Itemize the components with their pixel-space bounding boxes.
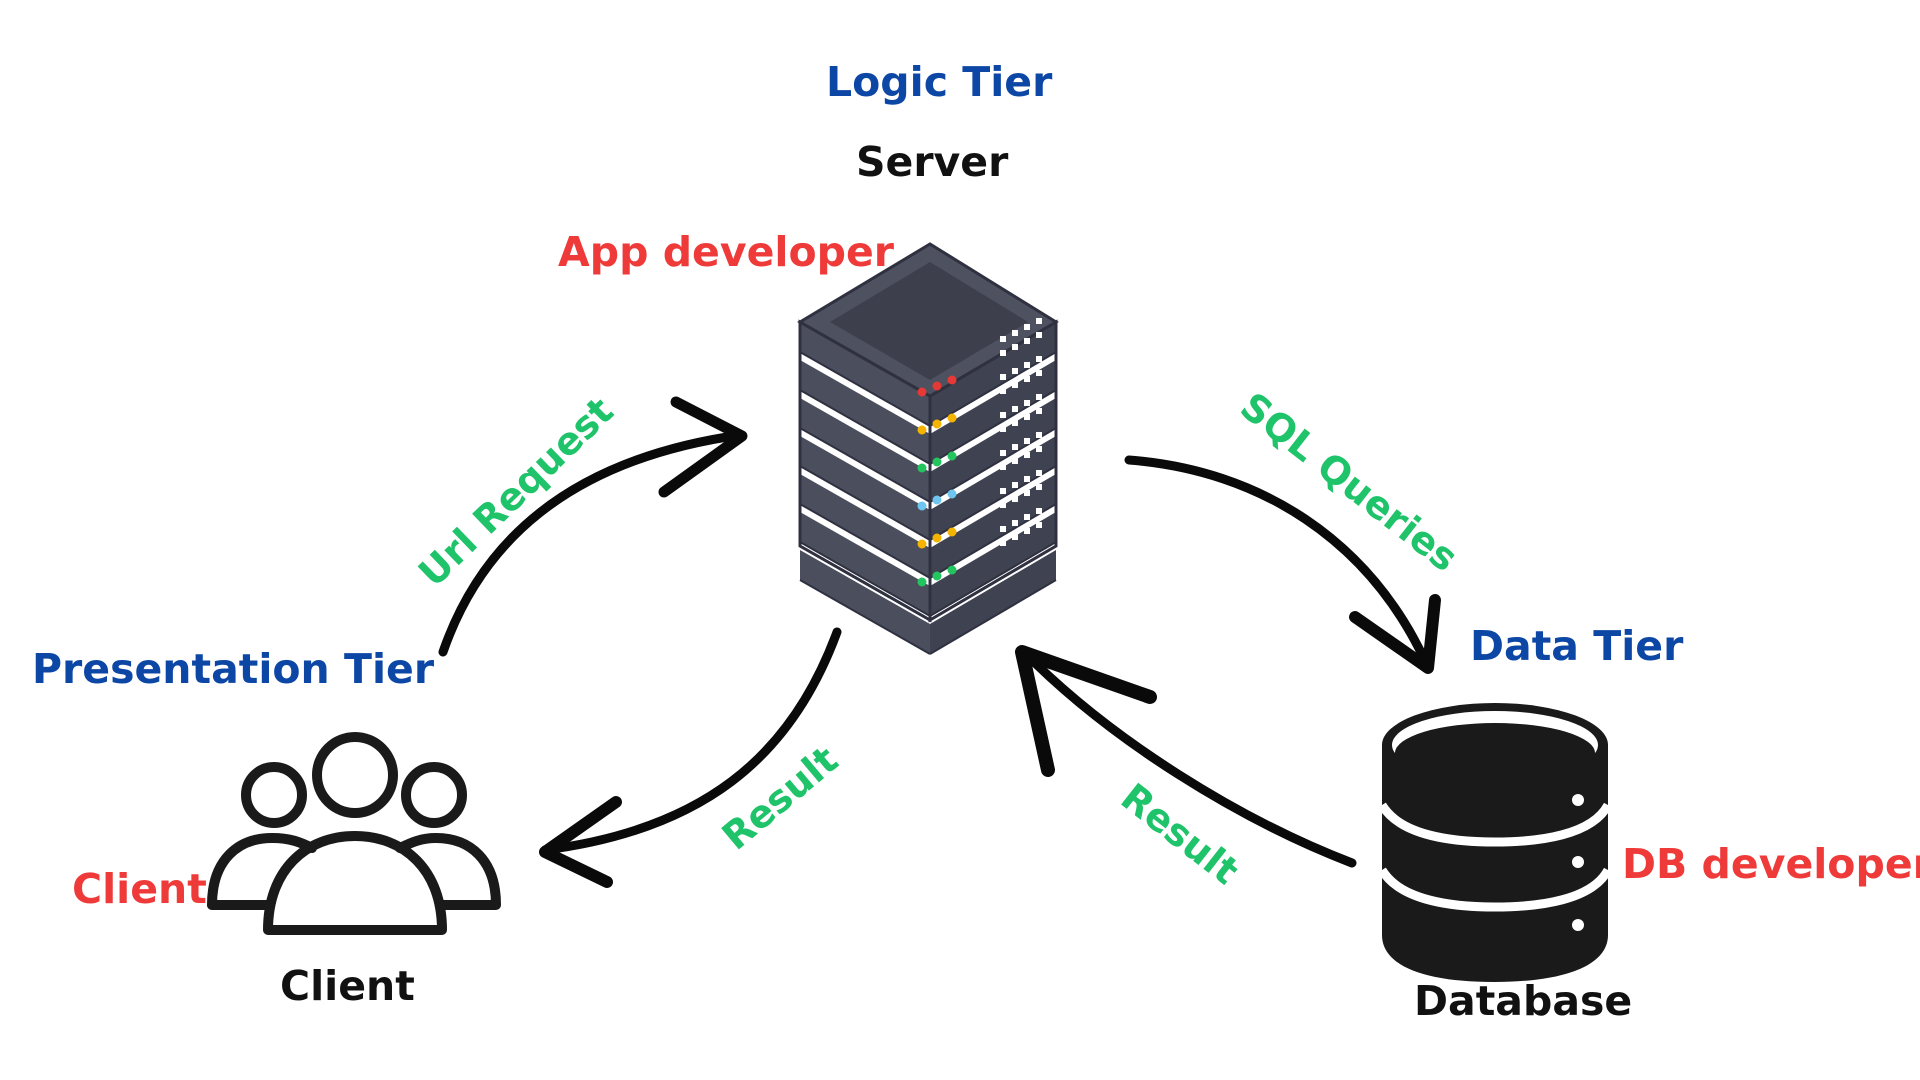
data-tier-label: Data Tier — [1470, 622, 1684, 670]
server-node-label: Server — [856, 138, 1009, 186]
server-status-leds — [917, 375, 957, 587]
client-node-label: Client — [280, 962, 415, 1010]
users-group-icon — [207, 732, 501, 935]
arrow-result-to-server — [1015, 645, 1357, 868]
presentation-tier-label: Presentation Tier — [32, 645, 435, 693]
database-stack-icon — [1378, 703, 1612, 982]
db-developer-role-label: DB developer — [1622, 840, 1920, 888]
logic-tier-label: Logic Tier — [826, 58, 1053, 106]
arrow-url-request — [438, 396, 748, 657]
database-node-label: Database — [1414, 977, 1633, 1025]
client-role-label: Client — [72, 865, 207, 913]
arrow-sql-queries — [1124, 455, 1441, 674]
server-rack-icon — [797, 242, 1059, 655]
arrow-result-to-client — [539, 627, 842, 888]
app-developer-role-label: App developer — [558, 228, 894, 276]
server-vents — [1000, 318, 1042, 546]
